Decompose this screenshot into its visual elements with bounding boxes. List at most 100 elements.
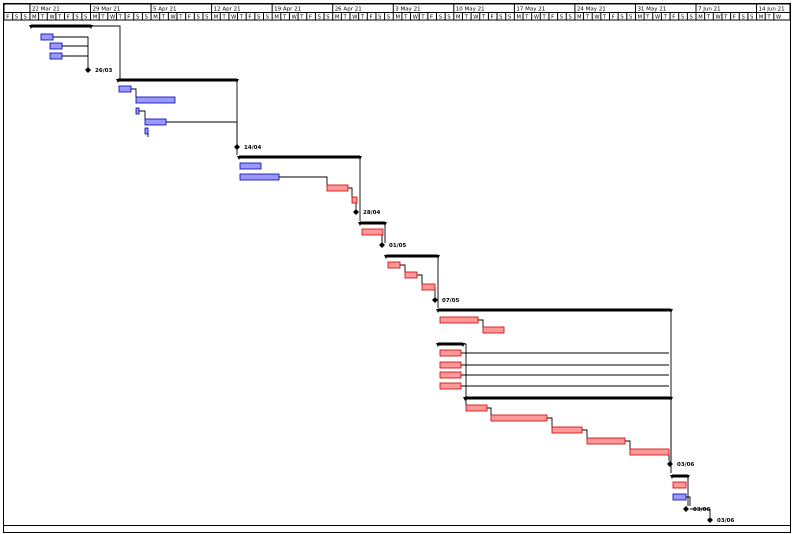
day-label: T	[221, 15, 226, 21]
task-bar-blue[interactable]	[118, 85, 132, 93]
dependency-link	[547, 417, 553, 427]
day-label: T	[766, 15, 771, 21]
dependency-link	[690, 508, 711, 517]
task-bar-red[interactable]	[439, 361, 462, 369]
day-label: T	[645, 15, 650, 21]
summary-bar[interactable]	[118, 78, 237, 82]
day-label: T	[723, 15, 728, 21]
dependency-link	[582, 429, 588, 438]
task-bar-blue[interactable]	[49, 42, 63, 50]
summary-bar[interactable]	[386, 254, 438, 258]
task-bar-red[interactable]	[326, 184, 349, 192]
day-label: M	[638, 15, 642, 21]
milestone-03-06-a[interactable]	[667, 461, 673, 467]
task-bar-blue[interactable]	[135, 107, 140, 115]
day-label: M	[456, 15, 460, 21]
summary-start-cap	[237, 156, 241, 160]
dependency-link	[417, 274, 423, 284]
dependency-link	[53, 36, 89, 68]
day-label: M	[577, 15, 581, 21]
dependency-link	[348, 187, 353, 197]
task-bar-red[interactable]	[586, 437, 626, 445]
milestone-label: 07/05	[442, 298, 459, 304]
milestone-28-04[interactable]	[353, 209, 359, 215]
task-bar-blue[interactable]	[239, 173, 280, 181]
milestone-07-05[interactable]	[432, 297, 438, 303]
summary-bar[interactable]	[438, 342, 463, 346]
task-bar-red[interactable]	[672, 481, 687, 489]
summary-bar[interactable]	[465, 396, 671, 400]
day-label: S	[378, 15, 381, 21]
milestone-26-03[interactable]	[85, 67, 91, 73]
task-bar-red[interactable]	[404, 271, 418, 279]
task-bar-red[interactable]	[361, 228, 384, 236]
milestone-14-04[interactable]	[234, 144, 240, 150]
day-label: F	[309, 15, 312, 21]
dependency-link	[686, 496, 691, 506]
task-bar-red[interactable]	[439, 316, 479, 324]
dependency-link	[91, 25, 121, 79]
task-bar-red[interactable]	[490, 414, 548, 422]
day-label: S	[257, 15, 260, 21]
milestone-label: 03/06	[693, 507, 710, 513]
task-bar-red[interactable]	[465, 404, 488, 412]
summary-bar[interactable]	[239, 155, 360, 159]
milestone-label: 14/04	[244, 145, 261, 151]
summary-end-cap	[89, 25, 93, 29]
day-label: W	[352, 15, 357, 21]
day-label: F	[551, 15, 554, 21]
task-bar-red[interactable]	[551, 426, 583, 434]
milestone-01-05[interactable]	[379, 242, 385, 248]
task-bar-blue[interactable]	[49, 52, 63, 60]
day-label: S	[629, 15, 632, 21]
task-bar-red[interactable]	[482, 326, 505, 334]
task-bar-red[interactable]	[421, 283, 436, 291]
week-label: 10 May 21	[456, 7, 485, 13]
day-label: W	[716, 15, 721, 21]
day-label: W	[594, 15, 599, 21]
summary-bar[interactable]	[438, 308, 671, 312]
task-bar-red[interactable]	[439, 349, 462, 357]
task-bar-red[interactable]	[629, 448, 670, 456]
summary-end-cap	[235, 79, 239, 83]
summary-bar[interactable]	[360, 221, 385, 225]
week-label: 17 May 21	[516, 7, 545, 13]
summary-start-cap	[29, 25, 33, 29]
summary-start-cap	[116, 79, 120, 83]
summary-bar[interactable]	[31, 24, 91, 28]
milestone-03-06-b[interactable]	[683, 506, 689, 512]
task-bar-blue[interactable]	[135, 96, 176, 104]
week-label: 19 Apr 21	[274, 7, 301, 13]
task-bar-red[interactable]	[439, 382, 462, 390]
summary-start-cap	[463, 397, 467, 401]
day-label: M	[153, 15, 157, 21]
day-label: S	[750, 15, 753, 21]
task-bar-blue[interactable]	[239, 162, 262, 170]
day-label: T	[403, 15, 408, 21]
day-label: S	[620, 15, 623, 21]
day-label: F	[733, 15, 736, 21]
day-label: W	[292, 15, 297, 21]
task-bar-blue[interactable]	[672, 493, 687, 501]
day-label: M	[214, 15, 218, 21]
task-bar-blue[interactable]	[144, 118, 167, 126]
milestone-03-06-c[interactable]	[707, 517, 713, 523]
day-label: F	[67, 15, 70, 21]
day-label: T	[481, 15, 486, 21]
task-bar-red[interactable]	[439, 371, 462, 379]
task-bar-red[interactable]	[387, 261, 401, 269]
day-label: T	[40, 15, 45, 21]
summary-end-cap	[383, 222, 387, 226]
summary-bar[interactable]	[672, 474, 688, 478]
day-label: S	[741, 15, 744, 21]
summary-end-cap	[436, 255, 440, 259]
task-bar-blue[interactable]	[144, 127, 149, 135]
day-label: T	[299, 15, 304, 21]
day-label: T	[161, 15, 166, 21]
day-label: T	[706, 15, 711, 21]
day-label: F	[370, 15, 373, 21]
task-bar-blue[interactable]	[40, 33, 54, 41]
task-bar-red[interactable]	[351, 196, 358, 204]
milestone-label: 03/06	[717, 518, 734, 524]
